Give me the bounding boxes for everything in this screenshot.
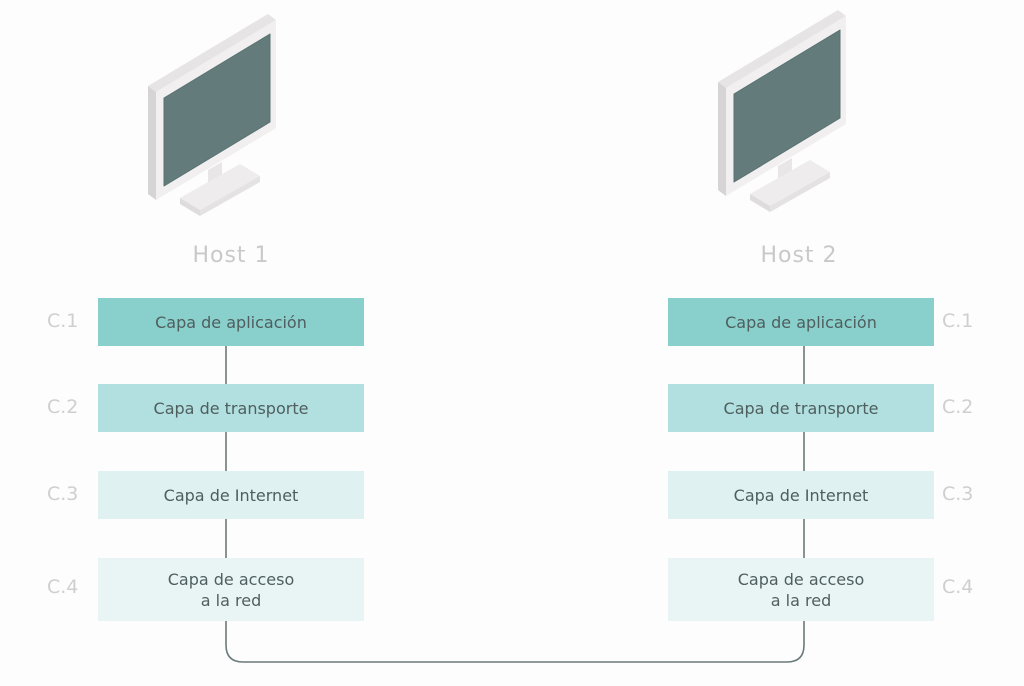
host1-computer-icon (140, 10, 280, 220)
layer-code-label: C.2 (47, 396, 79, 418)
layer-code-label: C.3 (47, 483, 79, 505)
layer-internet: Capa de Internet (98, 471, 364, 519)
layer-code-label: C.1 (47, 310, 79, 332)
host2-computer-icon (710, 6, 850, 216)
desktop-monitor-icon (718, 10, 846, 212)
layer-code-label: C.3 (942, 483, 974, 505)
network-link-line (225, 621, 805, 663)
layer-application: Capa de aplicación (668, 298, 934, 346)
layer-application: Capa de aplicación (98, 298, 364, 346)
layer-transport: Capa de transporte (98, 384, 364, 432)
host1-title: Host 1 (192, 243, 270, 268)
layer-network-access: Capa de acceso a la red (668, 558, 934, 621)
layer-code-label: C.1 (942, 310, 974, 332)
host2-title: Host 2 (760, 243, 838, 268)
layer-code-label: C.4 (942, 576, 974, 598)
layer-network-access: Capa de acceso a la red (98, 558, 364, 621)
desktop-monitor-icon (148, 14, 276, 216)
layer-code-label: C.4 (47, 576, 79, 598)
layer-internet: Capa de Internet (668, 471, 934, 519)
layer-transport: Capa de transporte (668, 384, 934, 432)
layer-code-label: C.2 (942, 396, 974, 418)
